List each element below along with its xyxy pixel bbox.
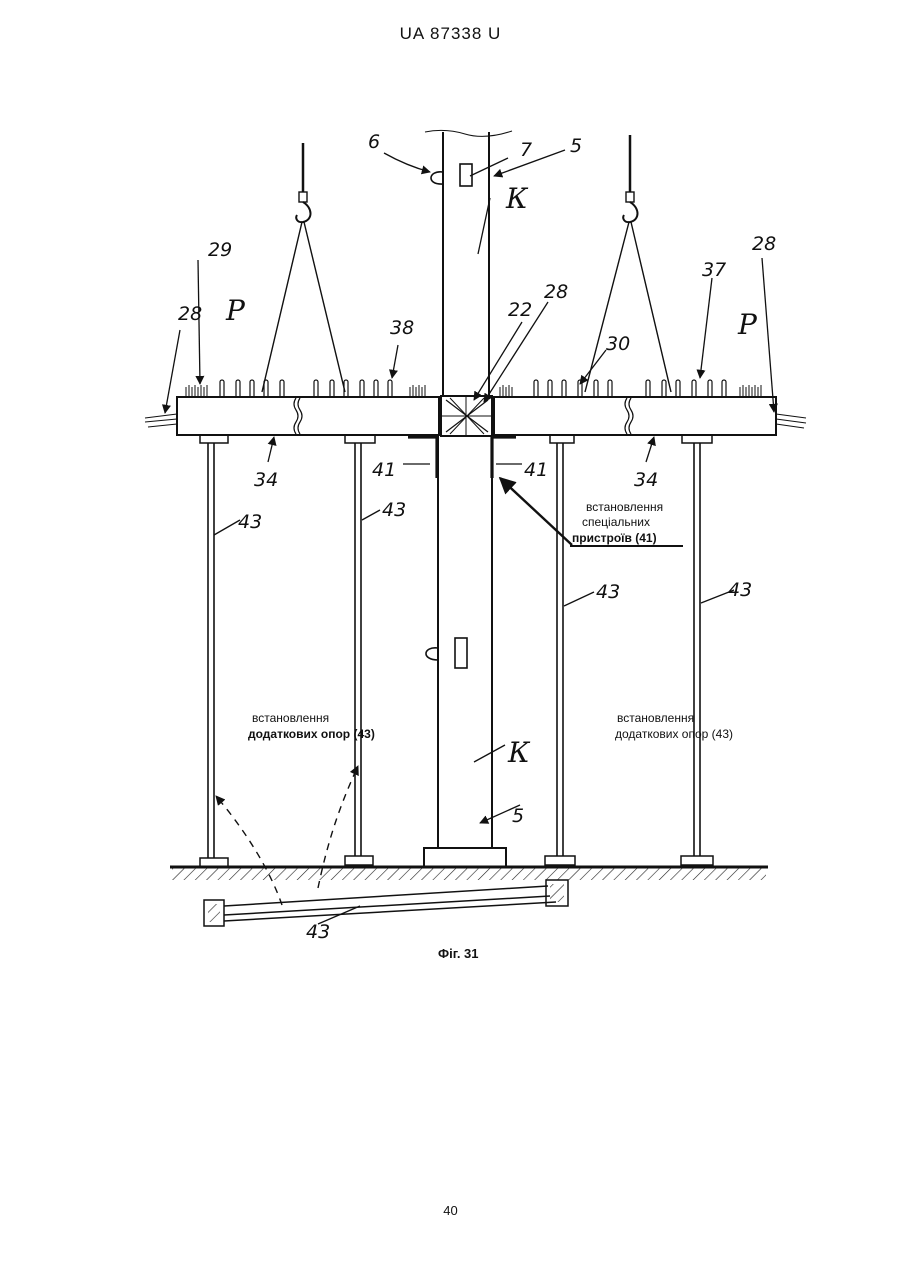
label-43-b: 43 <box>382 499 406 521</box>
slab-left <box>145 380 439 443</box>
label-p-left: Р <box>225 294 246 327</box>
note-special-line3: пристроїв (41) <box>572 531 657 545</box>
column-slot-lower <box>455 638 467 668</box>
label-30: 30 <box>606 333 630 355</box>
column-loop-lower <box>426 648 438 660</box>
ground <box>170 867 768 880</box>
note-special-line2: спеціальних <box>582 515 650 529</box>
note-supports-left-line1: встановлення <box>252 711 329 725</box>
label-k-top: К <box>505 182 529 215</box>
label-34-right: 34 <box>634 469 658 491</box>
note-supports-left-line2: додаткових опор (43) <box>248 727 375 741</box>
figure-caption: Фіг. 31 <box>438 946 479 961</box>
label-5-top: 5 <box>570 135 582 157</box>
label-43-c: 43 <box>596 581 620 603</box>
label-6: 6 <box>368 131 380 153</box>
special-device-41-right <box>492 437 516 478</box>
prop-43-b <box>345 443 373 865</box>
label-41-left: 41 <box>372 459 396 481</box>
label-34-left: 34 <box>254 469 278 491</box>
column-lower <box>424 436 506 866</box>
label-7: 7 <box>520 139 532 161</box>
leader-lines <box>165 150 774 924</box>
break-line-left <box>294 398 298 434</box>
page-number: 40 <box>0 1203 901 1218</box>
label-37: 37 <box>702 259 726 281</box>
prop-43-d <box>681 443 713 865</box>
special-device-41-left <box>408 437 437 478</box>
special-device-arrow <box>500 478 572 545</box>
note-special-line1: встановлення <box>586 500 663 514</box>
label-k-bottom: К <box>507 736 531 769</box>
slab-right <box>494 380 806 443</box>
label-41-right: 41 <box>524 459 548 481</box>
prop-43-a <box>200 443 228 867</box>
label-38: 38 <box>390 317 414 339</box>
label-28-right: 28 <box>752 233 776 255</box>
column-upper <box>425 130 512 395</box>
column-base <box>424 848 506 866</box>
crane-hook-left <box>262 143 345 392</box>
lifting-loop-6 <box>431 172 443 184</box>
label-5-bottom: 5 <box>512 805 524 827</box>
label-43-d: 43 <box>728 579 752 601</box>
label-29: 29 <box>208 239 232 261</box>
note-supports-right-line1: встановлення <box>617 711 694 725</box>
column-slot-upper <box>460 164 472 186</box>
prop-43-c <box>545 443 575 865</box>
note-supports-right-line2: додаткових опор (43) <box>615 727 733 741</box>
break-line-right <box>625 398 629 434</box>
label-22: 22 <box>508 299 532 321</box>
label-p-right: Р <box>737 308 758 341</box>
label-43-a: 43 <box>238 511 262 533</box>
install-arrows <box>216 766 358 905</box>
label-28-mid: 28 <box>544 281 568 303</box>
label-43-e: 43 <box>306 921 330 943</box>
spare-prop-43 <box>204 880 568 926</box>
label-28-left: 28 <box>178 303 202 325</box>
